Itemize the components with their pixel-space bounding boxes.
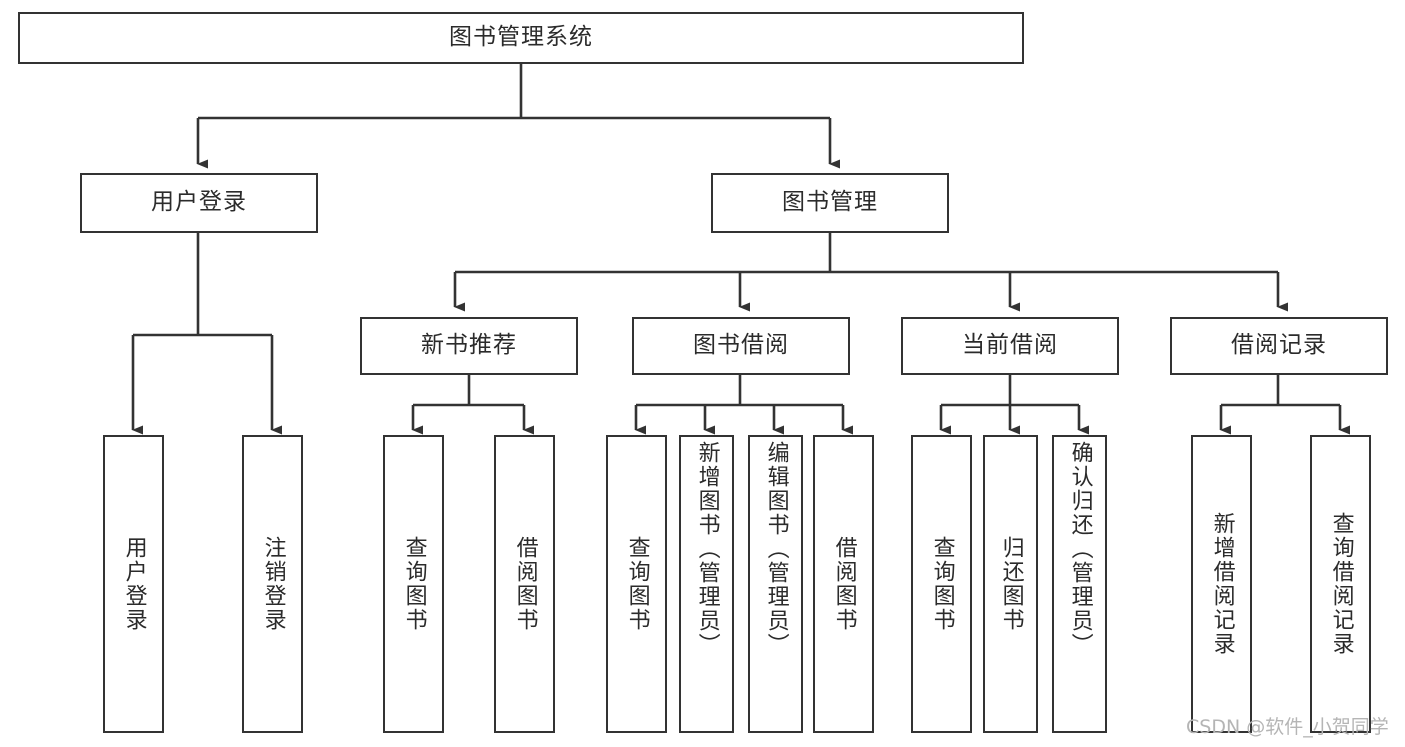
node-leaf-logout-label: 注销登录 [260,536,286,632]
node-borrow-record-label: 借阅记录 [1231,332,1327,359]
node-borrow-record[interactable]: 借阅记录 [1170,317,1388,375]
node-leaf-confirm-return-label: 确认归还（管理员） [1067,441,1093,657]
csdn-watermark: CSDN @软件_小贺同学 [1186,716,1389,738]
node-new-book-rec[interactable]: 新书推荐 [360,317,578,375]
node-root-label: 图书管理系统 [449,24,593,51]
node-book-borrow[interactable]: 图书借阅 [632,317,850,375]
node-leaf-query-book-2-label: 查询图书 [624,536,650,632]
node-leaf-query-book-3[interactable]: 查询图书 [911,435,972,733]
node-leaf-borrow-book-2-label: 借阅图书 [831,536,857,632]
node-user-login-label: 用户登录 [151,189,247,216]
node-leaf-return-book[interactable]: 归还图书 [983,435,1038,733]
node-leaf-user-login[interactable]: 用户登录 [103,435,164,733]
node-book-manage[interactable]: 图书管理 [711,173,949,233]
node-user-login[interactable]: 用户登录 [80,173,318,233]
node-leaf-confirm-return[interactable]: 确认归还（管理员） [1052,435,1107,733]
node-leaf-add-book[interactable]: 新增图书（管理员） [679,435,734,733]
node-leaf-user-login-label: 用户登录 [121,536,147,632]
node-root[interactable]: 图书管理系统 [18,12,1024,64]
node-leaf-edit-book[interactable]: 编辑图书（管理员） [748,435,803,733]
node-leaf-logout[interactable]: 注销登录 [242,435,303,733]
node-leaf-query-book-1[interactable]: 查询图书 [383,435,444,733]
node-leaf-add-record-label: 新增借阅记录 [1209,512,1235,656]
node-leaf-query-book-3-label: 查询图书 [929,536,955,632]
node-current-borrow[interactable]: 当前借阅 [901,317,1119,375]
node-leaf-query-book-2[interactable]: 查询图书 [606,435,667,733]
node-leaf-add-book-label: 新增图书（管理员） [694,441,720,657]
node-book-manage-label: 图书管理 [782,189,878,216]
node-leaf-edit-book-label: 编辑图书（管理员） [763,441,789,657]
node-leaf-return-book-label: 归还图书 [998,536,1024,632]
node-leaf-query-record[interactable]: 查询借阅记录 [1310,435,1371,733]
node-leaf-add-record[interactable]: 新增借阅记录 [1191,435,1252,733]
node-leaf-query-record-label: 查询借阅记录 [1328,512,1354,656]
node-leaf-query-book-1-label: 查询图书 [401,536,427,632]
node-new-book-rec-label: 新书推荐 [421,332,517,359]
node-book-borrow-label: 图书借阅 [693,332,789,359]
node-leaf-borrow-book-2[interactable]: 借阅图书 [813,435,874,733]
node-leaf-borrow-book-1-label: 借阅图书 [512,536,538,632]
node-current-borrow-label: 当前借阅 [962,332,1058,359]
node-leaf-borrow-book-1[interactable]: 借阅图书 [494,435,555,733]
